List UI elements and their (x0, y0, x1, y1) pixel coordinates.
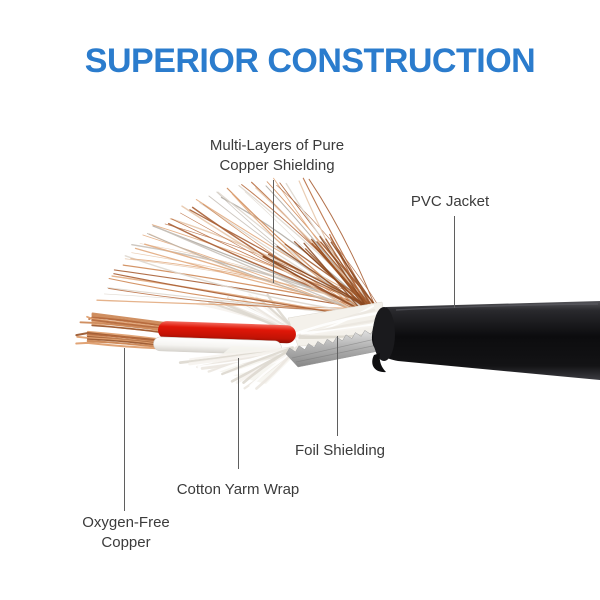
label-foil-shielding: Foil Shielding (294, 442, 386, 459)
pvc-jacket (371, 301, 600, 380)
callout-line-cotton-yarm-wrap (238, 358, 239, 469)
label-oxygen-free-copper: Oxygen-Free Copper (82, 514, 170, 551)
callout-line-foil-shielding (337, 336, 338, 436)
callout-line-copper-shielding (273, 180, 274, 283)
oxygen-free-copper-strands-top (79, 312, 168, 334)
callout-line-oxygen-free-copper (124, 348, 125, 511)
oxygen-free-copper-strands-bottom (75, 330, 161, 350)
callout-line-pvc-jacket (454, 216, 455, 308)
label-copper-shielding: Multi-Layers of Pure Copper Shielding (209, 137, 345, 174)
copper-shielding-strands (96, 177, 383, 321)
label-pvc-jacket: PVC Jacket (410, 193, 490, 210)
label-cotton-yarm-wrap: Cotton Yarm Wrap (176, 481, 300, 498)
page-title: SUPERIOR CONSTRUCTION (84, 42, 536, 80)
